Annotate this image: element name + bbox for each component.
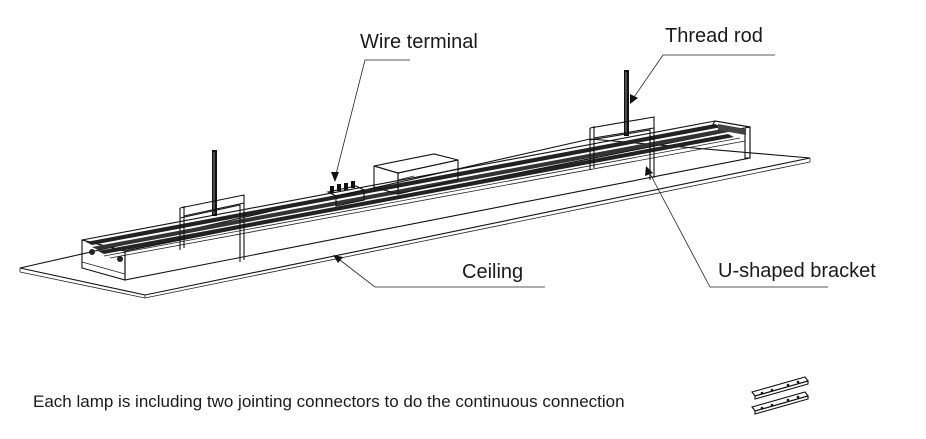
jointing-connector-icon	[751, 376, 809, 415]
leader-wire-terminal	[331, 59, 410, 182]
u-bracket-left	[179, 194, 245, 262]
label-thread-rod: Thread rod	[665, 25, 763, 47]
leader-thread-rod	[630, 54, 775, 104]
thread-rod-right	[624, 70, 629, 136]
label-u-shaped-bracket: U-shaped bracket	[718, 260, 876, 282]
linear-lamp-body	[81, 120, 751, 281]
leader-ceiling	[333, 255, 545, 288]
thread-rod-left	[212, 150, 217, 216]
wire-terminal-block	[326, 181, 366, 207]
u-bracket-right	[589, 116, 655, 180]
ceiling-plate	[19, 138, 811, 299]
note-jointing-connectors: Each lamp is including two jointing conn…	[33, 392, 625, 411]
label-wire-terminal: Wire terminal	[360, 31, 478, 53]
leader-u-bracket	[645, 166, 828, 288]
driver-box	[373, 153, 459, 195]
label-ceiling: Ceiling	[462, 261, 523, 283]
